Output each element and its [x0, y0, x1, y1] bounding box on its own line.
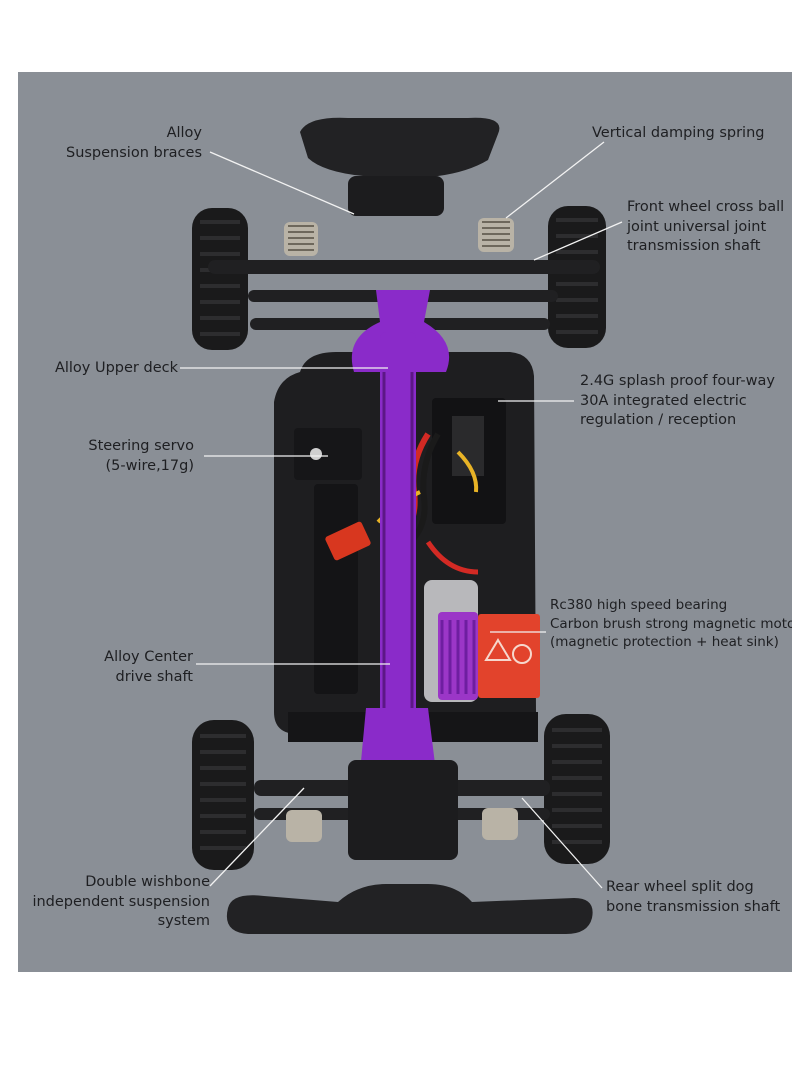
- callout-line: Suspension braces: [65, 144, 202, 161]
- product-photo-panel: Alloy Suspension braces Vertical damping…: [18, 72, 792, 972]
- callout-receiver-esc: 2.4G splash proof four-way 30A integrate…: [580, 372, 775, 431]
- callout-line: Double wishbone: [85, 874, 210, 890]
- callout-line: Vertical damping spring: [592, 125, 765, 141]
- callout-line: transmission shaft: [627, 238, 761, 254]
- callout-line: Rc380 high speed bearing: [550, 597, 728, 613]
- front-right-wheel: [548, 206, 606, 348]
- alloy-center-spine: [351, 290, 450, 784]
- callout-center-drive-shaft: Alloy Center drive shaft: [104, 648, 193, 687]
- callout-line: Rear wheel split dog: [606, 879, 754, 895]
- front-left-wheel: [192, 208, 248, 350]
- callout-vertical-damping-spring: Vertical damping spring: [592, 124, 764, 144]
- callout-steering-servo: Steering servo (5-wire,17g): [88, 437, 194, 476]
- callout-line: Alloy: [166, 125, 202, 141]
- callout-line: Alloy Center: [104, 649, 193, 665]
- callout-line: independent suspension: [32, 893, 210, 910]
- callout-line: Alloy Upper deck: [54, 360, 178, 376]
- callout-line: joint universal joint: [627, 218, 767, 235]
- callout-line: regulation / reception: [580, 412, 737, 428]
- callout-line: Front wheel cross ball: [627, 199, 785, 215]
- motor: [424, 580, 540, 702]
- rear-left-wheel: [192, 720, 254, 870]
- callout-line: drive shaft: [115, 668, 193, 685]
- callout-line: (magnetic protection + heat sink): [550, 634, 779, 650]
- rear-right-wheel: [544, 714, 610, 864]
- callout-line: (5-wire,17g): [105, 457, 195, 474]
- callout-alloy-upper-deck: Alloy Upper deck: [55, 359, 178, 379]
- callout-rear-wheel-shaft: Rear wheel split dog bone transmission s…: [606, 878, 780, 917]
- callout-line: bone transmission shaft: [606, 898, 781, 915]
- callout-front-wheel-shaft: Front wheel cross ball joint universal j…: [627, 198, 784, 257]
- callout-line: system: [157, 913, 210, 929]
- callout-line: Steering servo: [88, 438, 194, 454]
- callout-line: 30A integrated electric: [580, 392, 747, 409]
- callout-line: Carbon brush strong magnetic motor: [550, 615, 792, 632]
- callout-motor: Rc380 high speed bearing Carbon brush st…: [550, 596, 792, 652]
- callout-line: 2.4G splash proof four-way: [580, 373, 775, 389]
- callout-suspension-braces: Alloy Suspension braces: [66, 124, 202, 163]
- callout-double-wishbone: Double wishbone independent suspension s…: [32, 873, 210, 932]
